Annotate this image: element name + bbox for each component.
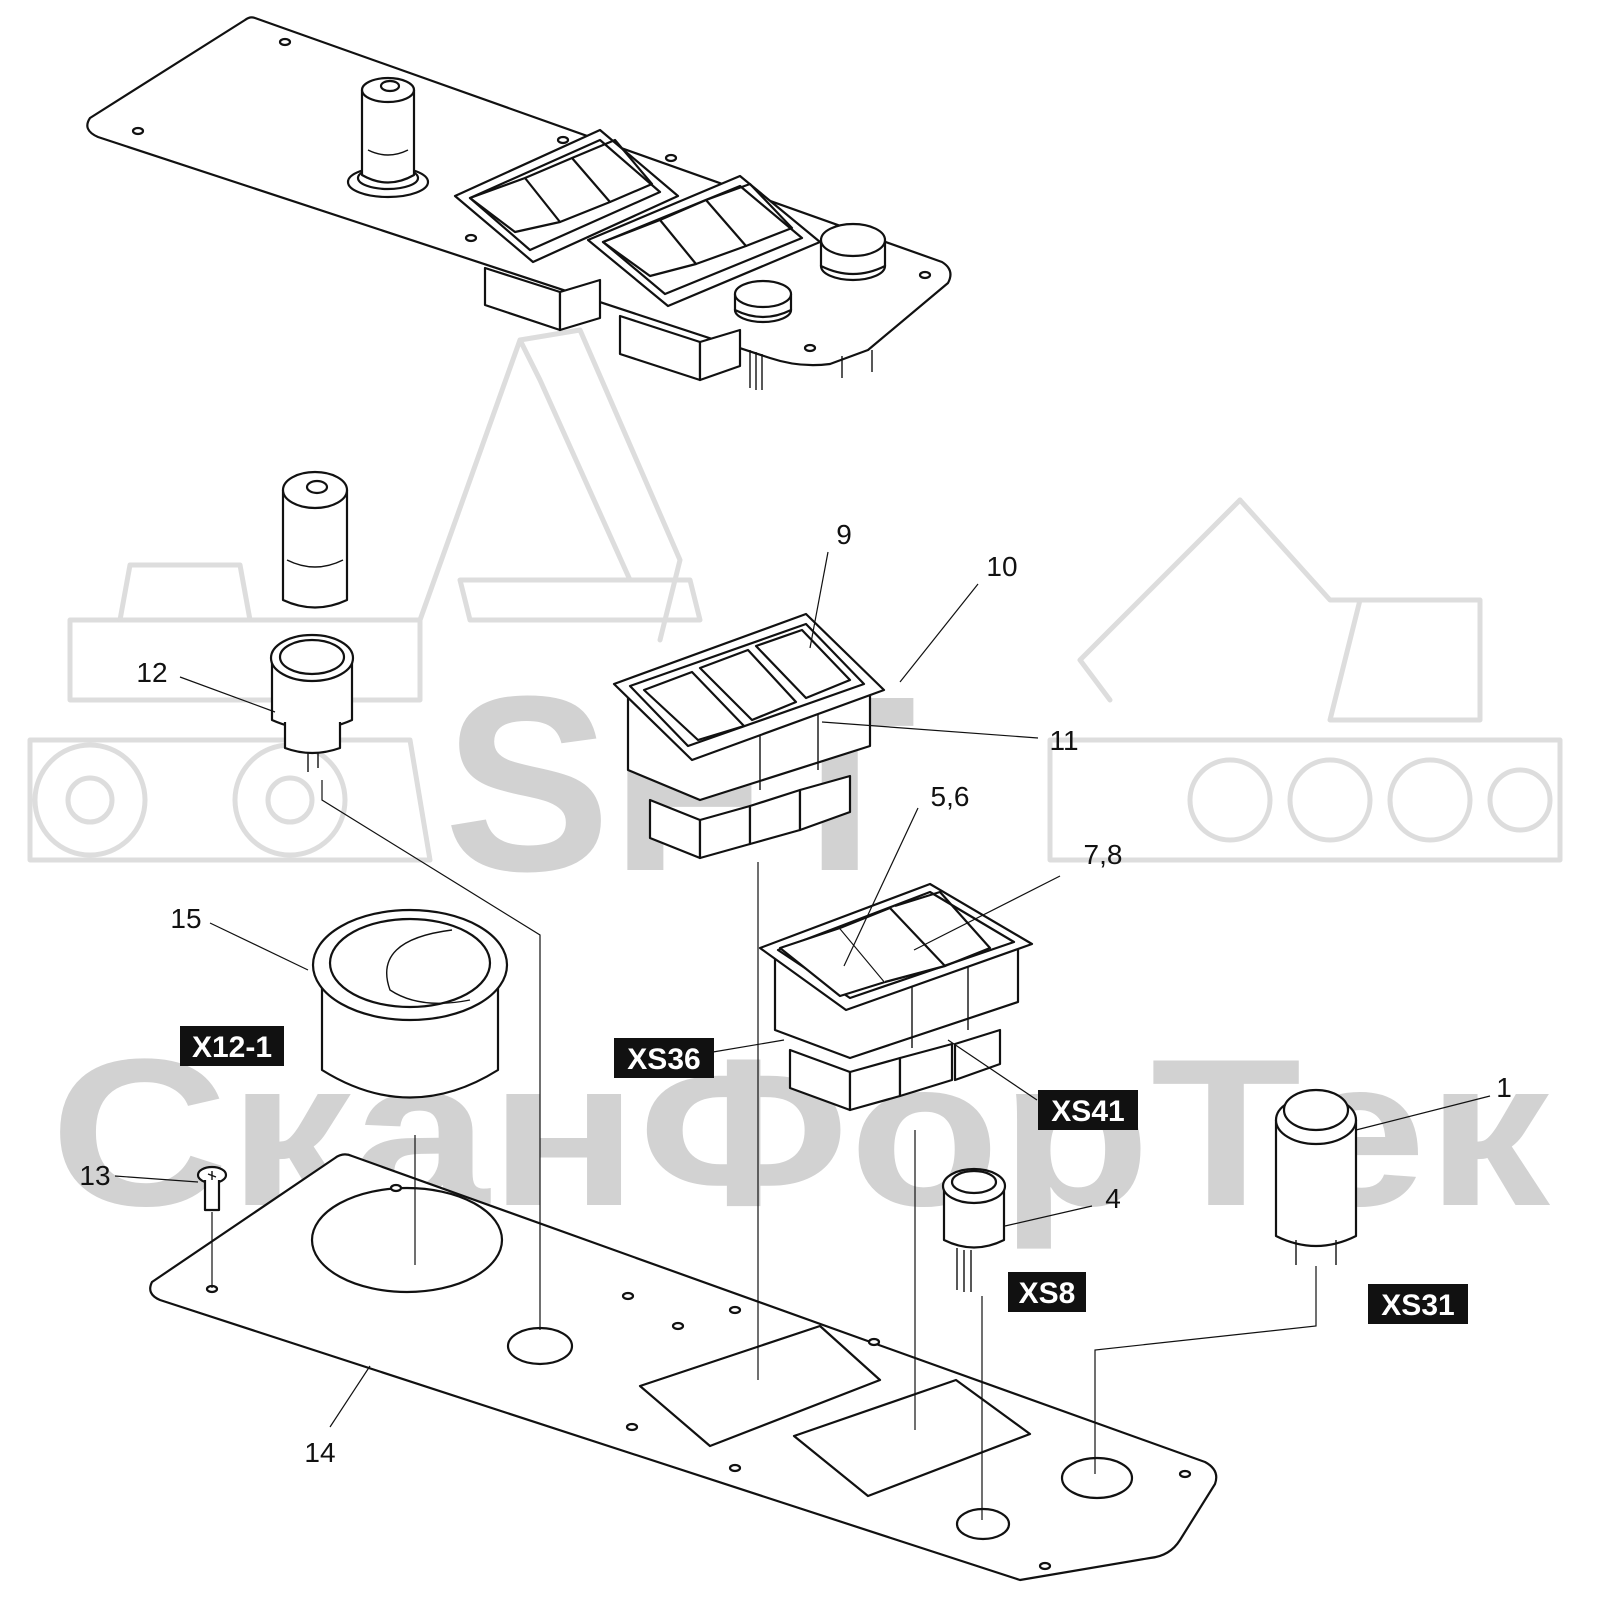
callout-14: 14: [304, 1437, 335, 1468]
callout-labels: 1 4 5,6 7,8 9 10 11 12 13 14 15: [79, 519, 1511, 1468]
assembled-switch-group-1: [453, 128, 680, 264]
watermark-excavator-left: [27, 327, 703, 863]
assembled-buttons: [733, 222, 887, 324]
callout-5-6: 5,6: [931, 781, 970, 812]
part-5-8-switch-block: [758, 882, 1034, 1112]
callout-7-8: 7,8: [1084, 839, 1123, 870]
leader-lines: [114, 551, 1491, 1428]
watermark-excavator-right: [1047, 497, 1563, 863]
connector-tags: X12-1 XS36 XS41 XS8 XS31: [180, 1026, 1468, 1324]
part-15-ring: [311, 908, 509, 1099]
tag-xs8-label: XS8: [1019, 1277, 1076, 1310]
part-1-button: [1274, 1088, 1358, 1265]
part-14-plate: [149, 1153, 1218, 1582]
assembled-panel: [86, 16, 952, 390]
part-4-button: [941, 1167, 1007, 1292]
tag-xs8: XS8: [1008, 1272, 1086, 1312]
callout-12: 12: [136, 657, 167, 688]
bottom-plate-holes: [205, 1183, 1192, 1571]
tag-x12-1: X12-1: [180, 1026, 284, 1066]
part-12-joystick: [269, 470, 355, 772]
tag-x12-1-label: X12-1: [192, 1031, 272, 1064]
tag-xs41-label: XS41: [1051, 1095, 1124, 1128]
tag-xs36-label: XS36: [627, 1043, 700, 1076]
tag-xs31: XS31: [1368, 1284, 1468, 1324]
plate-holes: [131, 37, 932, 353]
callout-1: 1: [1496, 1072, 1512, 1103]
callout-10: 10: [986, 551, 1017, 582]
assembled-joystick: [346, 76, 430, 199]
callout-13: 13: [79, 1160, 110, 1191]
assembly-lines: [211, 780, 1317, 1520]
part-13-screw: [196, 1165, 228, 1212]
tag-xs31-label: XS31: [1381, 1289, 1454, 1322]
part-9-10-11-switch-block: [612, 612, 886, 860]
callout-4: 4: [1105, 1183, 1121, 1214]
callout-9: 9: [836, 519, 852, 550]
tag-xs36: XS36: [614, 1038, 714, 1078]
callout-11: 11: [1049, 725, 1078, 756]
callout-15: 15: [170, 903, 201, 934]
tag-xs41: XS41: [1038, 1090, 1138, 1130]
